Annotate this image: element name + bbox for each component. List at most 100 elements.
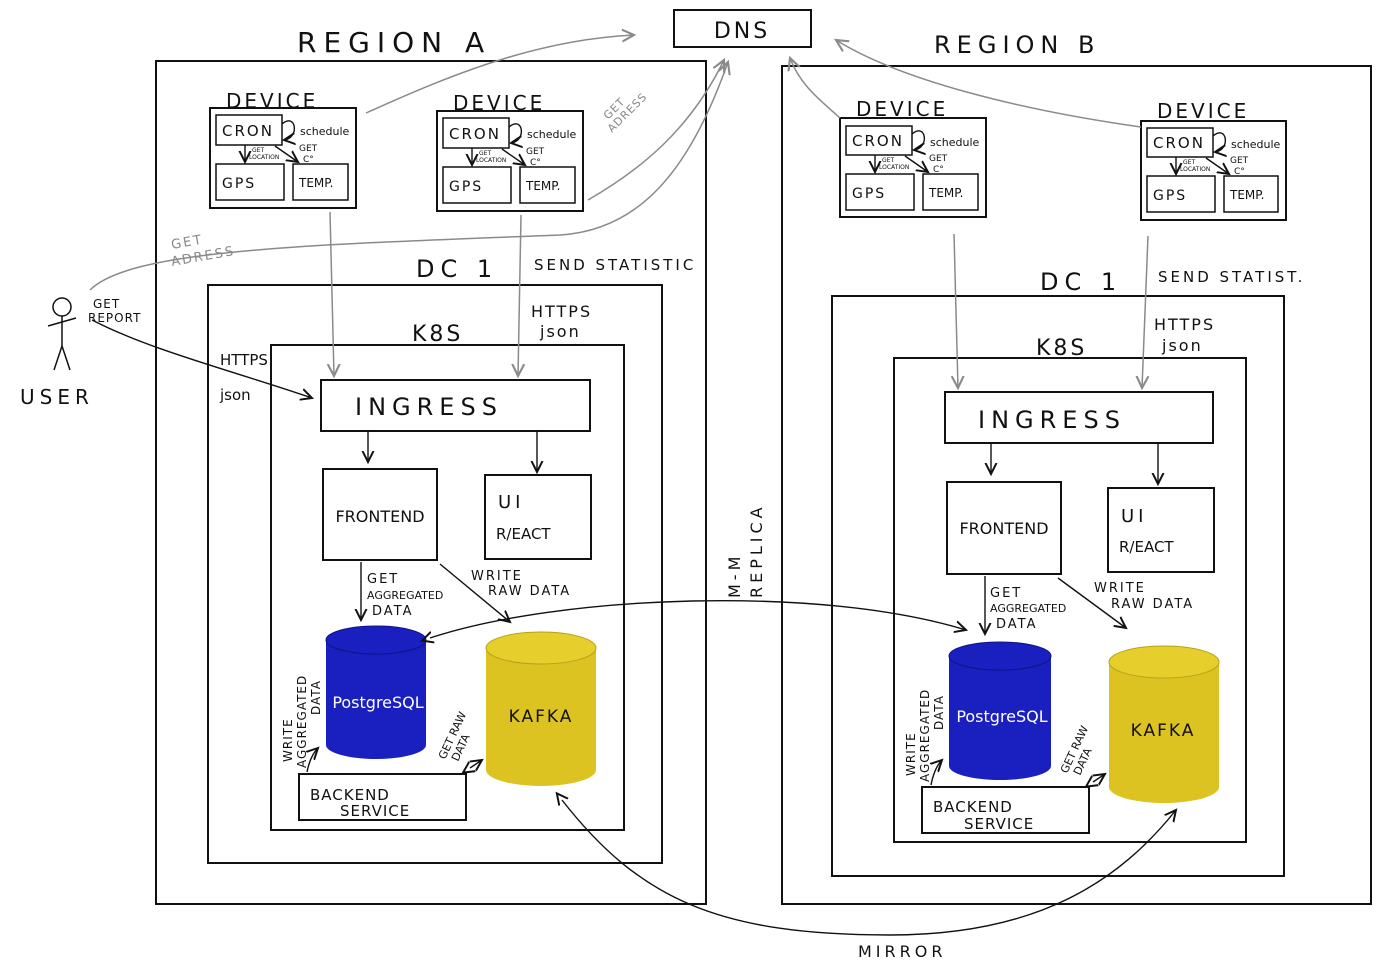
dc-label: DC 1 bbox=[416, 255, 498, 283]
raw-data-label: RAW DATA bbox=[488, 584, 571, 599]
get-aggregated-label: GET bbox=[367, 572, 399, 587]
user-actor: USER bbox=[20, 297, 94, 409]
aggregated-label: AGGREGATED bbox=[918, 689, 932, 782]
postgres-cylinder: PostgreSQL bbox=[948, 641, 1052, 780]
get-c-label: GET bbox=[929, 154, 948, 164]
json-label: json bbox=[539, 322, 581, 341]
region-a-label: REGION A bbox=[297, 26, 491, 59]
ingress-box bbox=[944, 391, 1214, 444]
aggregated-label: AGGREGATED bbox=[367, 589, 443, 602]
kafka-cylinder: KAFKA bbox=[1108, 645, 1220, 803]
data-label: DATA bbox=[932, 695, 946, 730]
location-label: LOCATION bbox=[1180, 166, 1210, 173]
gps-box bbox=[442, 166, 512, 204]
cron-label: CRON bbox=[449, 125, 501, 143]
service-label: SERVICE bbox=[964, 815, 1034, 833]
cron-label: CRON bbox=[852, 132, 904, 150]
temp-box bbox=[292, 163, 349, 201]
cron-box bbox=[215, 114, 283, 146]
dc-label: DC 1 bbox=[1040, 268, 1122, 296]
ui-box bbox=[484, 474, 592, 560]
replica-label: REPLICA bbox=[747, 503, 766, 598]
device-b2: DEVICE CRON schedule GET C° GET LOCATION… bbox=[1140, 99, 1287, 221]
ui-label: UI bbox=[498, 492, 524, 513]
backend-label: BACKEND bbox=[933, 798, 1013, 816]
k8s-label: K8S bbox=[412, 322, 463, 347]
get-c-label: GET bbox=[526, 147, 545, 157]
get-c-label: GET bbox=[1230, 156, 1249, 166]
react-label: R/EACT bbox=[1119, 538, 1174, 556]
write-raw-label: WRITE bbox=[1094, 581, 1146, 596]
celsius-label: C° bbox=[303, 155, 314, 165]
gps-label: GPS bbox=[222, 176, 256, 192]
data-label: DATA bbox=[309, 680, 323, 715]
temp-label: TEMP. bbox=[525, 179, 560, 193]
ingress-label: INGRESS bbox=[978, 406, 1126, 434]
backend-label: BACKEND bbox=[310, 786, 390, 804]
mirror-connector bbox=[562, 800, 1176, 936]
mirror-label: MIRROR bbox=[858, 942, 946, 961]
schedule-label: schedule bbox=[300, 125, 350, 138]
temp-box bbox=[1223, 175, 1279, 213]
temp-label: TEMP. bbox=[928, 186, 963, 200]
get-c-label: GET bbox=[299, 144, 318, 154]
write-raw-label: WRITE bbox=[471, 569, 523, 584]
region-b-boundary bbox=[781, 65, 1372, 905]
device-a2: DEVICE CRON schedule GET C° GET LOCATION… bbox=[436, 91, 584, 212]
write-aggregated-label: WRITE bbox=[904, 732, 918, 776]
schedule-label: schedule bbox=[930, 136, 980, 149]
region-a: REGION A DEVICE CRON schedule GET C° GET… bbox=[155, 26, 707, 905]
send-statistic-label: SEND STATISTIC bbox=[534, 256, 696, 274]
ui-label: UI bbox=[1121, 506, 1147, 527]
postgres-label: PostgreSQL bbox=[956, 707, 1047, 726]
get-location-label: GET bbox=[1183, 159, 1195, 166]
dc-a-boundary bbox=[207, 284, 663, 864]
gps-box bbox=[845, 173, 915, 211]
aggregated-label: AGGREGATED bbox=[990, 602, 1066, 615]
frontend-box bbox=[322, 468, 438, 561]
get-location-label: GET bbox=[882, 157, 894, 164]
temp-label: TEMP. bbox=[1229, 188, 1264, 202]
https-label: HTTPS bbox=[1154, 315, 1215, 334]
location-label: LOCATION bbox=[249, 154, 279, 161]
schedule-label: schedule bbox=[527, 128, 577, 141]
service-label: SERVICE bbox=[340, 802, 410, 820]
send-statistic-label: SEND STATIST. bbox=[1158, 268, 1305, 286]
mm-replica-connector bbox=[430, 599, 966, 638]
cron-label: CRON bbox=[222, 122, 274, 140]
mm-label: M-M bbox=[725, 553, 744, 598]
user-get-adress-label: GET bbox=[170, 233, 204, 253]
dc-b-boundary bbox=[831, 295, 1285, 877]
dns-label: DNS bbox=[714, 19, 770, 44]
kafka-label: KAFKA bbox=[1131, 721, 1196, 741]
gps-box bbox=[215, 163, 285, 201]
location-label: LOCATION bbox=[879, 164, 909, 171]
report-label: REPORT bbox=[88, 311, 141, 325]
cron-label: CRON bbox=[1153, 134, 1205, 152]
postgres-label: PostgreSQL bbox=[332, 693, 423, 712]
kafka-label: KAFKA bbox=[509, 707, 574, 727]
ingress-label: INGRESS bbox=[355, 393, 503, 421]
json-label: json bbox=[1161, 336, 1203, 355]
region-b-label: REGION B bbox=[934, 31, 1100, 59]
gps-label: GPS bbox=[449, 179, 483, 195]
device-b1: DEVICE CRON schedule GET C° GET LOCATION… bbox=[839, 97, 987, 218]
temp-box bbox=[519, 166, 576, 204]
user-label: USER bbox=[20, 385, 94, 409]
k8s-b-boundary bbox=[893, 357, 1247, 843]
region-b: REGION B DEVICE CRON schedule GET C° GET… bbox=[781, 31, 1372, 905]
region-a-boundary bbox=[155, 60, 707, 905]
get-report-label: GET bbox=[93, 297, 120, 311]
ui-box bbox=[1107, 487, 1215, 573]
https-label: HTTPS bbox=[531, 302, 592, 321]
data-label: DATA bbox=[372, 604, 414, 619]
data-label: DATA bbox=[996, 617, 1038, 632]
schedule-label: schedule bbox=[1231, 138, 1281, 151]
get-location-label: GET bbox=[252, 147, 264, 154]
dns-node: DNS bbox=[673, 9, 812, 48]
backend-service-box bbox=[298, 773, 467, 821]
frontend-box bbox=[946, 481, 1062, 575]
ingress-box bbox=[320, 379, 591, 432]
get-aggregated-label: GET bbox=[990, 586, 1022, 601]
